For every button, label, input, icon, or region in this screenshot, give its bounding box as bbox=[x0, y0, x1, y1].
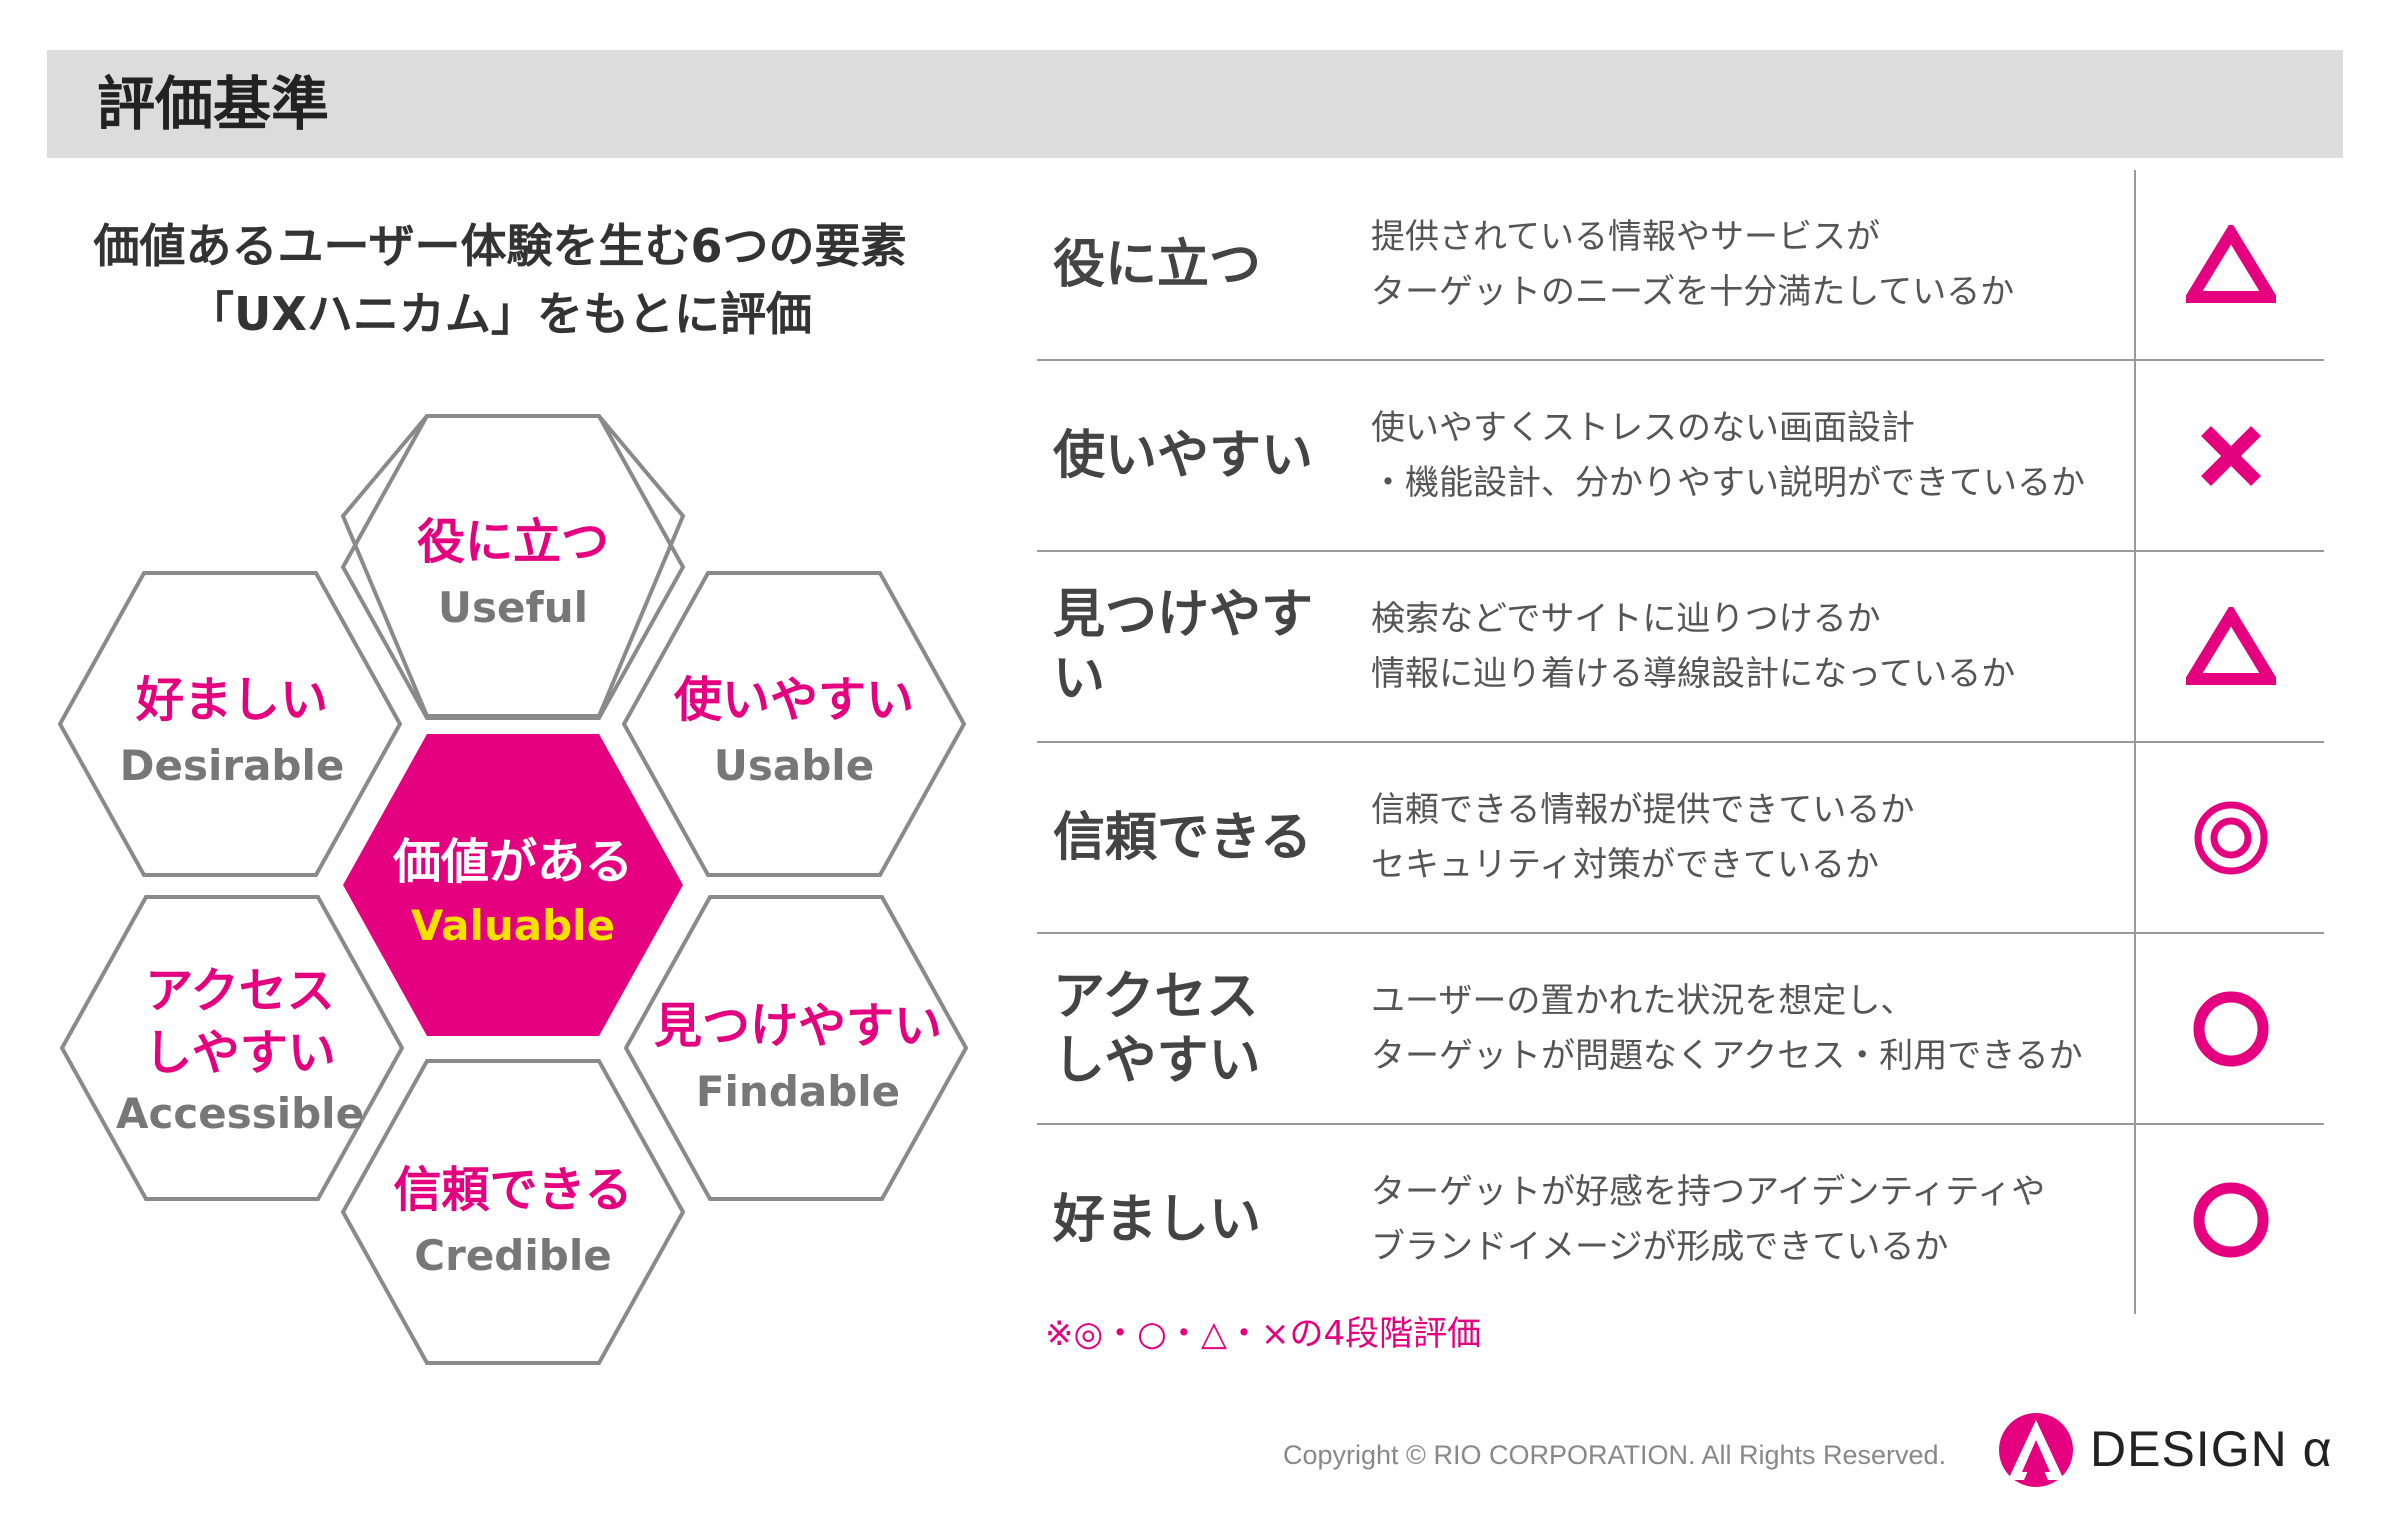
intro-line-2: 「UXハニカム」をもとに評価 bbox=[188, 287, 812, 341]
rating-cell bbox=[2134, 552, 2326, 741]
rating-cell bbox=[2134, 361, 2326, 550]
row-description-line: ターゲットが好感を持つアイデンティティや bbox=[1371, 1171, 2046, 1212]
ux-honeycomb-diagram: 役に立つ Useful 好ましい Desirable 使いやすい Usable … bbox=[57, 414, 969, 1365]
hex-useful-jp: 役に立つ bbox=[417, 514, 609, 570]
hex-desirable bbox=[57, 571, 403, 877]
hex-useful-en: Useful bbox=[438, 583, 588, 632]
row-description-line: ・機能設計、分かりやすい説明ができているか bbox=[1371, 462, 2085, 503]
table-row: 使いやすい 使いやすくストレスのない画面設計 ・機能設計、分かりやすい説明ができ… bbox=[1037, 361, 2324, 552]
evaluation-table: 役に立つ 提供されている情報やサービスが ターゲットのニーズを十分満たしているか… bbox=[1037, 170, 2324, 1314]
row-label: 役に立つ bbox=[1053, 234, 1262, 295]
row-description-line: 提供されている情報やサービスが bbox=[1371, 216, 1880, 257]
intro-text: 価値あるユーザー体験を生む6つの要素 「UXハニカム」をもとに評価 bbox=[40, 212, 960, 348]
circle-icon bbox=[2193, 1182, 2269, 1257]
hex-useful-outline bbox=[340, 414, 686, 720]
row-description-line: セキュリティ対策ができているか bbox=[1371, 844, 1879, 885]
row-label: アクセス しやすい bbox=[1053, 965, 1353, 1093]
table-row: 信頼できる 信頼できる情報が提供できているか セキュリティ対策ができているか bbox=[1037, 743, 2324, 934]
row-label-line: アクセス bbox=[1053, 966, 1259, 1027]
page-title: 評価基準 bbox=[97, 70, 330, 138]
table-row: 役に立つ 提供されている情報やサービスが ターゲットのニーズを十分満たしているか bbox=[1037, 170, 2324, 361]
logo-text: DESIGN α bbox=[2090, 1421, 2333, 1477]
double-circle-icon bbox=[2194, 801, 2268, 874]
hex-credible-jp: 信頼できる bbox=[393, 1162, 632, 1218]
row-label: 見つけやすい bbox=[1053, 584, 1314, 709]
row-label: 使いやすい bbox=[1053, 425, 1314, 486]
hex-credible-en: Credible bbox=[414, 1231, 611, 1280]
hex-valuable-en: Valuable bbox=[411, 901, 615, 950]
row-label: 信頼できる bbox=[1053, 807, 1312, 868]
triangle-icon bbox=[2186, 224, 2276, 303]
row-description: 信頼できる情報が提供できているか セキュリティ対策ができているか bbox=[1371, 783, 2131, 893]
hex-findable-jp: 見つけやすい bbox=[654, 998, 942, 1054]
hex-usable-jp: 使いやすい bbox=[674, 672, 914, 728]
hex-usable bbox=[621, 571, 967, 877]
hex-valuable bbox=[343, 734, 683, 1036]
rating-cell bbox=[2134, 934, 2326, 1123]
row-description: ユーザーの置かれた状況を想定し、 ターゲットが問題なくアクセス・利用できるか bbox=[1371, 974, 2131, 1084]
row-description-line: ターゲットのニーズを十分満たしているか bbox=[1371, 271, 2015, 312]
row-description: 検索などでサイトに辿りつけるか 情報に辿り着ける導線設計になっているか bbox=[1371, 592, 2131, 702]
rating-cell bbox=[2134, 170, 2326, 359]
hex-credible bbox=[340, 1059, 686, 1365]
table-row: 見つけやすい 検索などでサイトに辿りつけるか 情報に辿り着ける導線設計になってい… bbox=[1037, 552, 2324, 743]
row-description-line: 信頼できる情報が提供できているか bbox=[1371, 789, 1915, 830]
row-description: ターゲットが好感を持つアイデンティティや ブランドイメージが形成できているか bbox=[1371, 1165, 2131, 1275]
hex-desirable-jp: 好ましい bbox=[135, 672, 328, 728]
hex-usable-en: Usable bbox=[714, 741, 874, 790]
row-description-line: ブランドイメージが形成できているか bbox=[1371, 1226, 1949, 1267]
intro-line-1: 価値あるユーザー体験を生む6つの要素 bbox=[93, 219, 907, 273]
hex-accessible-jp-1: アクセス bbox=[145, 963, 335, 1019]
rating-scale-note: ※◎・○・△・×の4段階評価 bbox=[1045, 1314, 1482, 1354]
table-row: アクセス しやすい ユーザーの置かれた状況を想定し、 ターゲットが問題なくアクセ… bbox=[1037, 934, 2324, 1125]
triangle-icon bbox=[2186, 606, 2276, 685]
row-description-line: 使いやすくストレスのない画面設計 bbox=[1371, 407, 1915, 448]
row-description-line: ユーザーの置かれた状況を想定し、 bbox=[1371, 980, 1915, 1021]
hex-accessible-en: Accessible bbox=[116, 1089, 364, 1138]
circle-icon bbox=[2193, 991, 2269, 1066]
rating-cell bbox=[2134, 1125, 2326, 1314]
rating-cell bbox=[2134, 743, 2326, 932]
row-label: 好ましい bbox=[1053, 1189, 1262, 1250]
cross-icon bbox=[2201, 425, 2261, 486]
row-description: 使いやすくストレスのない画面設計 ・機能設計、分かりやすい説明ができているか bbox=[1371, 401, 2131, 511]
copyright-text: Copyright © RIO CORPORATION. All Rights … bbox=[1283, 1440, 1947, 1470]
hex-findable-en: Findable bbox=[696, 1067, 900, 1116]
hex-desirable-en: Desirable bbox=[120, 741, 345, 790]
hex-accessible-jp-2: しやすい bbox=[144, 1025, 336, 1081]
hex-valuable-jp: 価値がある bbox=[392, 834, 633, 890]
row-description-line: 検索などでサイトに辿りつけるか bbox=[1371, 598, 1881, 639]
hex-accessible bbox=[59, 895, 405, 1201]
hex-findable bbox=[623, 895, 969, 1201]
table-row: 好ましい ターゲットが好感を持つアイデンティティや ブランドイメージが形成できて… bbox=[1037, 1125, 2324, 1314]
row-description-line: ターゲットが問題なくアクセス・利用できるか bbox=[1371, 1035, 2083, 1076]
row-label-line: しやすい bbox=[1053, 1030, 1261, 1091]
header-bar: 評価基準 bbox=[47, 50, 2343, 158]
row-description: 提供されている情報やサービスが ターゲットのニーズを十分満たしているか bbox=[1371, 210, 2131, 320]
design-alpha-logo-icon bbox=[1999, 1413, 2073, 1487]
row-description-line: 情報に辿り着ける導線設計になっているか bbox=[1371, 653, 2016, 694]
